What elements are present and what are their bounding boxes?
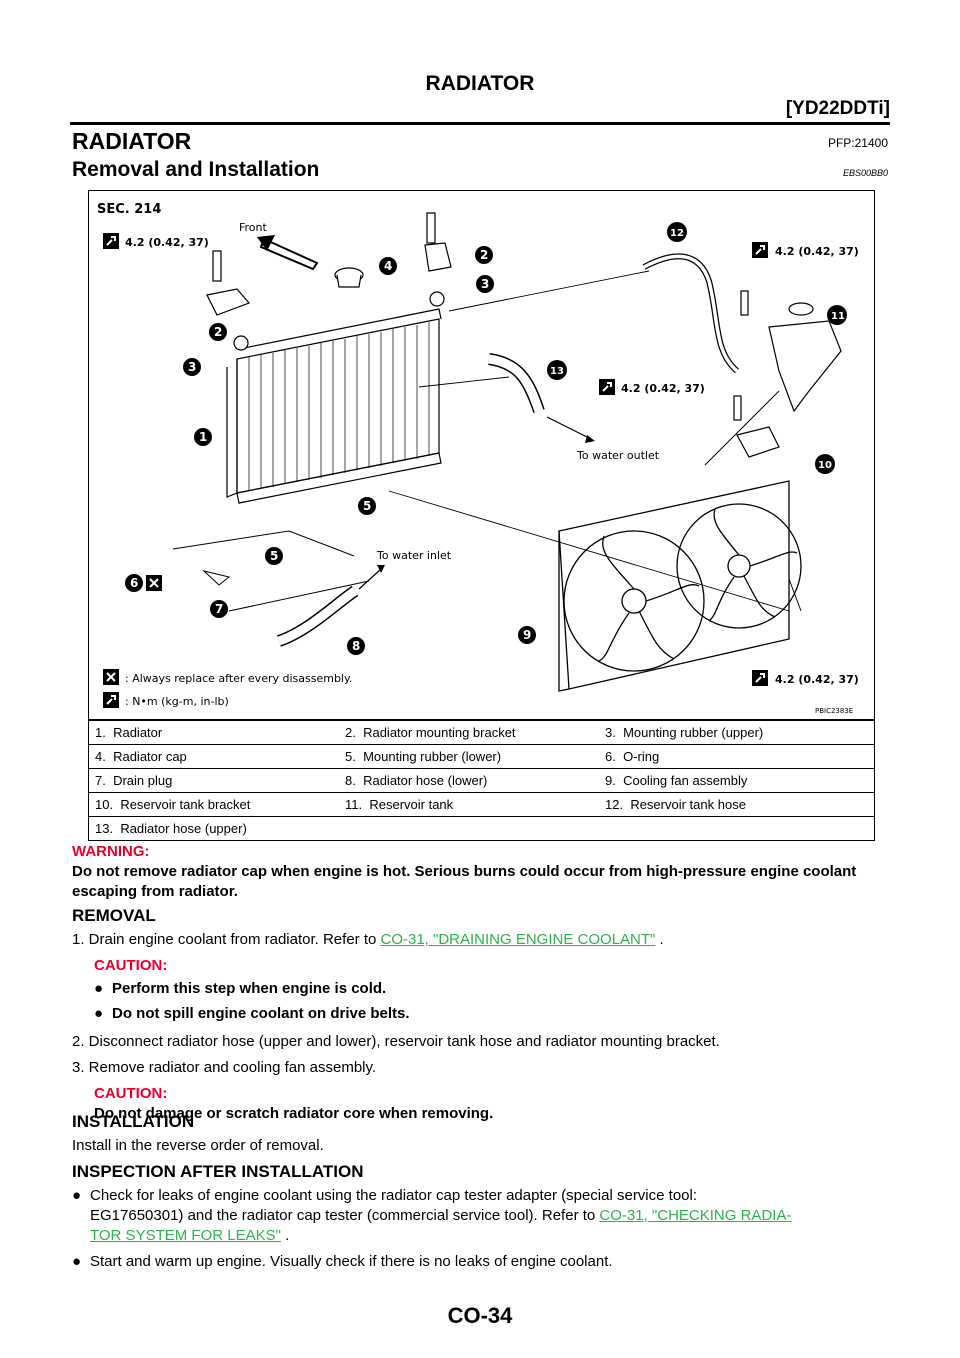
installation-section: INSTALLATION Install in the reverse orde… [72, 1112, 890, 1156]
units-legend: : N•m (kg-m, in-lb) [125, 695, 229, 708]
inspection-item-2: ●Start and warm up engine. Visually chec… [72, 1253, 613, 1270]
table-row: 10. Reservoir tank bracket 11. Reservoir… [88, 792, 875, 817]
draining-coolant-link[interactable]: CO-31, "DRAINING ENGINE COOLANT" [380, 931, 656, 948]
radiator-cap [334, 267, 364, 288]
svg-text:3: 3 [188, 360, 196, 374]
figure-code: PBIC2383E [815, 707, 853, 715]
svg-text:13: 13 [550, 366, 564, 377]
removal-section: REMOVAL 1. Drain engine coolant from rad… [72, 906, 890, 1124]
svg-text:3: 3 [481, 277, 489, 291]
table-row: 1. Radiator 2. Radiator mounting bracket… [88, 720, 875, 745]
svg-text:2: 2 [214, 325, 222, 339]
svg-text:6: 6 [130, 576, 138, 590]
torque-label: 4.2 (0.42, 37) [775, 673, 859, 686]
svg-text:7: 7 [215, 602, 223, 616]
torque-label: 4.2 (0.42, 37) [125, 236, 209, 249]
svg-text:9: 9 [523, 628, 531, 642]
svg-text:5: 5 [270, 549, 278, 563]
caution-item: ●Do not spill engine coolant on drive be… [94, 1005, 410, 1022]
checking-radiator-link-cont[interactable]: TOR SYSTEM FOR LEAKS" [90, 1227, 281, 1244]
svg-text:5: 5 [363, 499, 371, 513]
section-code: PFP:21400 [827, 136, 888, 150]
caution-text: Do not damage or scratch radiator core w… [94, 1105, 494, 1122]
svg-text:12: 12 [670, 228, 684, 239]
table-row: 13. Radiator hose (upper) [88, 816, 875, 841]
checking-radiator-link[interactable]: CO-31, "CHECKING RADIA- [599, 1207, 792, 1224]
front-arrow [259, 237, 319, 271]
front-label: Front [239, 221, 268, 234]
front-arrow-head [257, 235, 275, 251]
warning-block: WARNING: Do not remove radiator cap when… [72, 842, 890, 902]
radiator-core [226, 308, 442, 504]
page-number: CO-34 [447, 1303, 513, 1328]
caution-item: ●Perform this step when engine is cold. [94, 980, 387, 997]
section-title: RADIATOR [72, 128, 192, 154]
parts-legend-table: 1. Radiator 2. Radiator mounting bracket… [88, 720, 875, 841]
engine-code: [YD22DDTi] [785, 98, 890, 119]
subsection-title: Removal and Installation [72, 158, 320, 181]
caution-label: CAUTION: [94, 957, 168, 974]
mounting-bracket [206, 212, 452, 351]
warning-label: WARNING: [72, 843, 150, 860]
subsection-code: EBS00BB0 [842, 168, 888, 178]
inspection-section: INSPECTION AFTER INSTALLATION ● Check fo… [72, 1162, 890, 1272]
svg-text:10: 10 [818, 460, 832, 471]
svg-text:2: 2 [480, 248, 488, 262]
caution-block-2: CAUTION: Do not damage or scratch radiat… [72, 1084, 890, 1124]
removal-step-1: 1. Drain engine coolant from radiator. R… [72, 931, 664, 948]
warning-text: Do not remove radiator cap when engine i… [72, 863, 857, 900]
reservoir-bracket [733, 290, 780, 458]
installation-heading: INSTALLATION [72, 1112, 195, 1131]
radiator-exploded-diagram: SEC. 214 4.2 (0.42, 37) 4.2 (0.42, 37) 4… [88, 190, 875, 720]
running-header-title: RADIATOR [425, 72, 535, 95]
header-rule [70, 122, 890, 125]
inspection-item-1: ● Check for leaks of engine coolant usin… [72, 1187, 792, 1244]
svg-text:4: 4 [384, 259, 392, 273]
to-water-inlet-label: To water inlet [376, 549, 452, 562]
installation-text: Install in the reverse order of removal. [72, 1137, 324, 1154]
inspection-heading: INSPECTION AFTER INSTALLATION [72, 1162, 364, 1181]
to-water-outlet-label: To water outlet [576, 449, 660, 462]
removal-step-3: 3. Remove radiator and cooling fan assem… [72, 1059, 377, 1076]
cooling-fan-assembly [558, 390, 802, 692]
removal-step-2: 2. Disconnect radiator hose (upper and l… [72, 1033, 720, 1050]
removal-heading: REMOVAL [72, 906, 156, 925]
sec-label: SEC. 214 [97, 202, 161, 217]
callout-numbers: 1 2 2 3 3 4 5 5 6 7 8 9 10 11 12 13 [125, 222, 847, 655]
diagram-drawing: SEC. 214 4.2 (0.42, 37) 4.2 (0.42, 37) 4… [97, 202, 859, 715]
svg-text:11: 11 [831, 311, 845, 322]
svg-text:1: 1 [199, 430, 207, 444]
table-row: 7. Drain plug 8. Radiator hose (lower) 9… [88, 768, 875, 793]
caution-block-1: CAUTION: ●Perform this step when engine … [72, 956, 890, 1024]
table-row: 4. Radiator cap 5. Mounting rubber (lowe… [88, 744, 875, 769]
caution-label: CAUTION: [94, 1085, 168, 1102]
torque-label: 4.2 (0.42, 37) [775, 245, 859, 258]
replace-legend: : Always replace after every disassembly… [125, 672, 352, 685]
drain-plug [202, 570, 231, 586]
svg-text:8: 8 [352, 639, 360, 653]
torque-label: 4.2 (0.42, 37) [621, 382, 705, 395]
